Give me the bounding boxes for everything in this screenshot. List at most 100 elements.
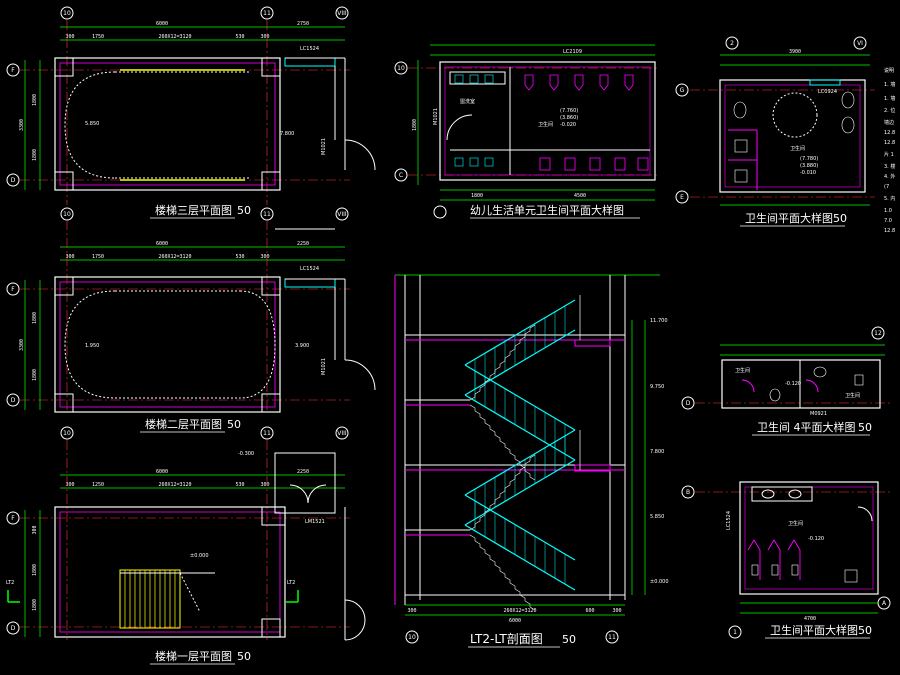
window-tag: LC1524	[726, 511, 732, 530]
note-line: 12.8	[884, 228, 895, 234]
room-label: 卫生间	[538, 121, 553, 128]
washroom-4-plan: 12 D 卫生间 卫生间 M0921 -0.120 卫生间 4平面大样图 50	[681, 326, 890, 436]
room-label: 卫生间	[790, 145, 805, 152]
notes-column: 说明 1. 墙 1. 墙 2. 位 墙边 12.8 12.8 片 1 3. 楼 …	[884, 67, 895, 234]
grid-label: F	[11, 515, 15, 522]
level-mark: 5.850	[650, 514, 664, 520]
stair-2f-plan: 10 11 VIII 6000 2250 300 1750 260X12=312…	[6, 207, 376, 433]
dim: 3300	[19, 339, 25, 351]
grid-label: VIII	[337, 211, 347, 218]
plan-scale: 50	[562, 633, 576, 646]
note-line: 12.8	[884, 140, 895, 146]
grid-label: 11	[608, 634, 616, 641]
dim: 1750	[92, 254, 104, 260]
grid-label: F	[11, 67, 15, 74]
dim: 260X12=3120	[503, 608, 536, 614]
note-line: 片 1	[884, 151, 894, 158]
note-line: 1.0	[884, 208, 892, 214]
grid-label: D	[11, 397, 16, 404]
stair-section: 11.700 9.750 7.800 5.850 ±0.000 300 260X…	[394, 274, 669, 648]
grid-bubble	[260, 6, 274, 20]
grid-label: 10	[63, 10, 71, 17]
grid-label: 2	[730, 40, 734, 47]
dim: 1800	[32, 312, 38, 324]
dim: 300	[260, 254, 269, 260]
room-label: 盥洗室	[460, 98, 475, 105]
dim-total: 6000	[156, 21, 168, 27]
dim: 300	[260, 482, 269, 488]
note-line: 7.0	[884, 218, 892, 224]
grid-label: 11	[263, 211, 271, 218]
dim-total: 6000	[509, 618, 521, 624]
grid-bubble	[335, 6, 349, 20]
level-mark: 7.800	[280, 131, 294, 137]
door-tag: M0921	[810, 411, 827, 417]
plan-title: 幼儿生活单元卫生间平面大样图	[470, 203, 624, 217]
dim-ext: 2750	[297, 21, 309, 27]
window-tag: LC1524	[300, 46, 319, 52]
level-mark: 7.800	[650, 449, 664, 455]
note-line: 3. 楼	[884, 163, 895, 170]
grid-label: D	[686, 400, 691, 407]
dim-ext: 2250	[297, 469, 309, 475]
grid-label: 11	[263, 430, 271, 437]
plan-scale: 50	[858, 624, 872, 637]
note-line: 1. 墙	[884, 95, 895, 102]
plan-title: 卫生间 4平面大样图	[757, 420, 856, 434]
stair-3f-plan: 10 11 VIII 6000 2750 300 1750 260X12=312…	[6, 6, 376, 219]
grid-label: VIII	[337, 10, 347, 17]
grid-bubble	[60, 6, 74, 20]
level-mark: ±0.000	[650, 579, 669, 585]
door-tag: LM1521	[305, 519, 325, 525]
grid-label: VI	[857, 40, 863, 47]
level-mark: -0.120	[808, 536, 824, 542]
plan-scale: 50	[227, 418, 241, 431]
grid-label: 10	[408, 634, 416, 641]
note-line: 4. 外	[884, 173, 895, 180]
dim: 1750	[92, 34, 104, 40]
level-mark: 3.900	[295, 343, 309, 349]
grid-label: 10	[397, 65, 405, 72]
dim: 1800	[32, 369, 38, 381]
dim: 300	[612, 608, 621, 614]
note-line: 1. 墙	[884, 81, 895, 88]
grid-label: A	[882, 600, 887, 607]
grid-label: 1	[733, 629, 737, 636]
level-mark: ±0.000	[190, 553, 209, 559]
plan-scale: 50	[237, 650, 251, 663]
plan-title: 楼梯二层平面图	[145, 417, 222, 431]
plan-title: 楼梯三层平面图	[155, 203, 232, 217]
grid-label: F	[11, 286, 15, 293]
grid-label: 10	[63, 211, 71, 218]
washroom-main-plan: 10 C LC2109 1800 盥洗室 M1021 卫生间 (7.760) (…	[394, 44, 660, 219]
level-mark: (7.760)	[560, 108, 578, 114]
dim: 1800	[412, 119, 418, 131]
dim: 1800	[32, 94, 38, 106]
dim-total: 6000	[156, 241, 168, 247]
level-mark: 1.950	[85, 343, 99, 349]
dim-total: 4500	[574, 193, 586, 199]
level-mark: -0.020	[560, 122, 576, 128]
dim: 300	[260, 34, 269, 40]
dim: 300	[407, 608, 416, 614]
plan-scale: 50	[858, 421, 872, 434]
grid-label: 12	[874, 330, 882, 337]
dim-ext: 2250	[297, 241, 309, 247]
room-label: 卫生间	[735, 367, 750, 374]
dim: 530	[235, 482, 244, 488]
grid-label: E	[680, 194, 684, 201]
dim: 530	[235, 254, 244, 260]
stair-1f-plan: 10 11 VIII 6000 2250 300 1250 260X12=312…	[6, 426, 366, 665]
grid-label: 11	[263, 10, 271, 17]
dim: 1250	[92, 482, 104, 488]
dim: 300	[65, 254, 74, 260]
grid-label: B	[686, 489, 690, 496]
dim: 1800	[471, 193, 483, 199]
grid-label: D	[11, 177, 16, 184]
dim-total: 4700	[804, 616, 816, 622]
dim: 300	[65, 34, 74, 40]
plan-title: 卫生间平面大样图	[770, 623, 858, 637]
note-line: (7	[884, 184, 889, 190]
dim: 260X12=3120	[158, 482, 191, 488]
